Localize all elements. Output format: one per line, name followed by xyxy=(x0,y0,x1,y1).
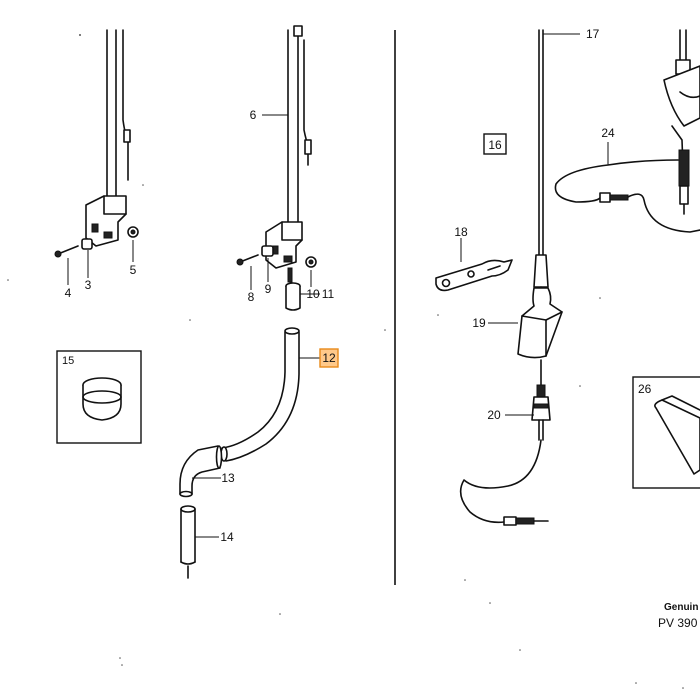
nut-middle xyxy=(305,256,317,268)
footer-line-1: Genuin xyxy=(664,602,698,613)
detail-box-15 xyxy=(56,350,142,444)
wrench-18 xyxy=(435,259,513,292)
scan-specks xyxy=(7,34,684,689)
callout-15: 15 xyxy=(62,355,74,367)
callout-9: 9 xyxy=(265,282,272,296)
rubber-cap xyxy=(82,377,122,421)
callout-16-box xyxy=(483,133,507,155)
callout-16: 16 xyxy=(488,138,502,152)
spacer-middle xyxy=(261,245,274,257)
detail-box-26 xyxy=(632,376,700,489)
antenna-mast-middle xyxy=(287,25,312,241)
callout-5: 5 xyxy=(130,263,137,277)
whip-antenna-17 xyxy=(533,29,549,301)
nut-left xyxy=(127,226,139,238)
callout-4: 4 xyxy=(65,286,72,300)
extension-cable-24 xyxy=(554,125,700,233)
callout-18: 18 xyxy=(454,225,468,239)
callout-14: 14 xyxy=(220,530,234,544)
callout-17: 17 xyxy=(586,27,600,41)
callout-12: 12 xyxy=(322,351,336,365)
drain-hose-12 xyxy=(220,327,300,462)
callout-13: 13 xyxy=(221,471,235,485)
callout-6: 6 xyxy=(250,108,257,122)
hose-14 xyxy=(180,505,196,579)
mounting-bracket-middle xyxy=(265,221,303,283)
screw-middle xyxy=(236,254,259,266)
footer-line-2: PV 390 xyxy=(658,616,698,630)
callout-8: 8 xyxy=(248,290,255,304)
screw-left xyxy=(54,245,79,258)
callout-26: 26 xyxy=(638,382,652,396)
spacer-left xyxy=(81,238,93,250)
antenna-mast-left xyxy=(106,29,131,201)
grommet-11 xyxy=(285,282,301,311)
callout-20: 20 xyxy=(487,408,501,422)
elbow-hose-13 xyxy=(179,445,223,498)
callout-19: 19 xyxy=(472,316,486,330)
callout-11: 11 xyxy=(322,287,335,301)
callout-24: 24 xyxy=(601,126,615,140)
callout-12-highlight xyxy=(319,348,339,368)
mounting-bracket-left xyxy=(85,195,127,247)
callout-3: 3 xyxy=(85,278,92,292)
antenna-base-19 xyxy=(517,287,563,359)
cable-connector-20 xyxy=(459,359,551,526)
antenna-motor-right xyxy=(663,29,700,127)
antenna-cover-26 xyxy=(654,395,700,475)
